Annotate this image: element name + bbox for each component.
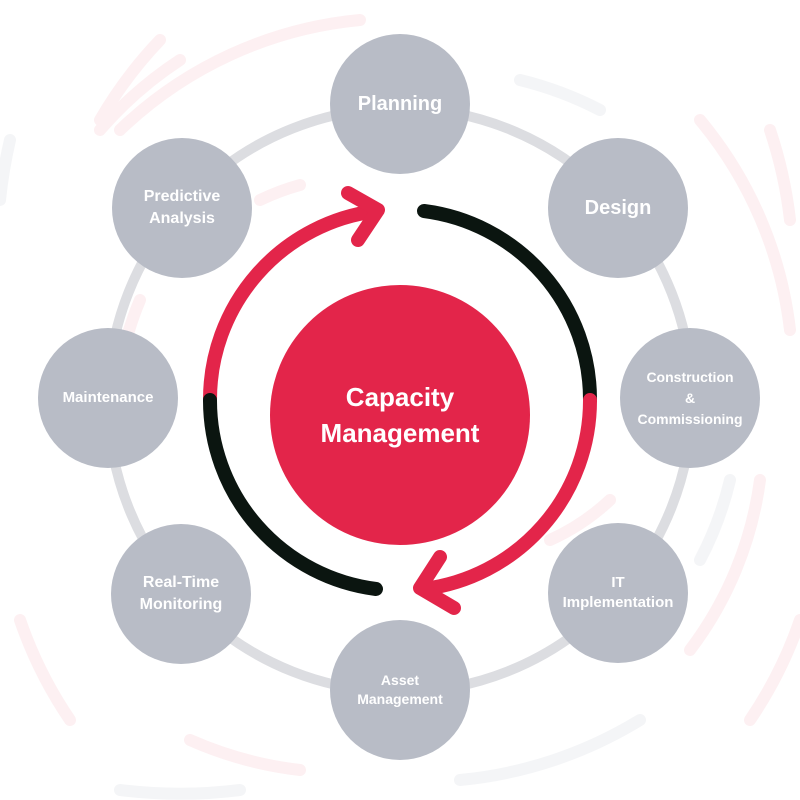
center-title-line1: Capacity xyxy=(345,381,455,412)
red-arc-right xyxy=(417,393,598,596)
stage-design: Design xyxy=(548,138,688,278)
stage-real-time-monitoring: Real-Time Monitoring xyxy=(111,524,251,664)
cycle-arrows xyxy=(202,186,598,615)
stage-label: Analysis xyxy=(149,210,215,227)
stage-label: Commissioning xyxy=(637,410,743,427)
stage-maintenance: Maintenance xyxy=(38,328,178,468)
stage-label: Maintenance xyxy=(62,388,154,406)
stage-label: Construction xyxy=(646,368,734,385)
stage-asset-management: Asset Management xyxy=(330,620,470,760)
center-hub: Capacity Management xyxy=(270,285,530,545)
black-arc-left xyxy=(202,393,383,596)
black-arc-right xyxy=(417,204,598,407)
stage-label: Planning xyxy=(357,92,443,115)
arrowhead-top xyxy=(341,186,385,247)
stage-label: Implementation xyxy=(562,594,674,611)
stage-label: Monitoring xyxy=(139,596,223,613)
stage-label: Asset xyxy=(380,672,420,689)
background-arcs xyxy=(0,14,800,800)
stage-label: IT xyxy=(611,573,625,591)
stage-label: Design xyxy=(584,196,652,219)
stage-predictive-analysis: Predictive Analysis xyxy=(112,138,252,278)
stage-label: Predictive xyxy=(143,188,221,206)
stage-label: Management xyxy=(357,691,443,707)
stage-label: & xyxy=(684,389,696,406)
arrowhead-bottom xyxy=(413,550,461,615)
stage-construction-commissioning: Construction & Commissioning xyxy=(620,328,760,468)
stage-planning: Planning xyxy=(330,34,470,174)
center-title-line2: Management xyxy=(320,418,480,448)
stage-label: Real-Time xyxy=(142,574,220,592)
red-arc-left xyxy=(202,204,383,407)
stage-it-implementation: IT Implementation xyxy=(548,523,688,663)
